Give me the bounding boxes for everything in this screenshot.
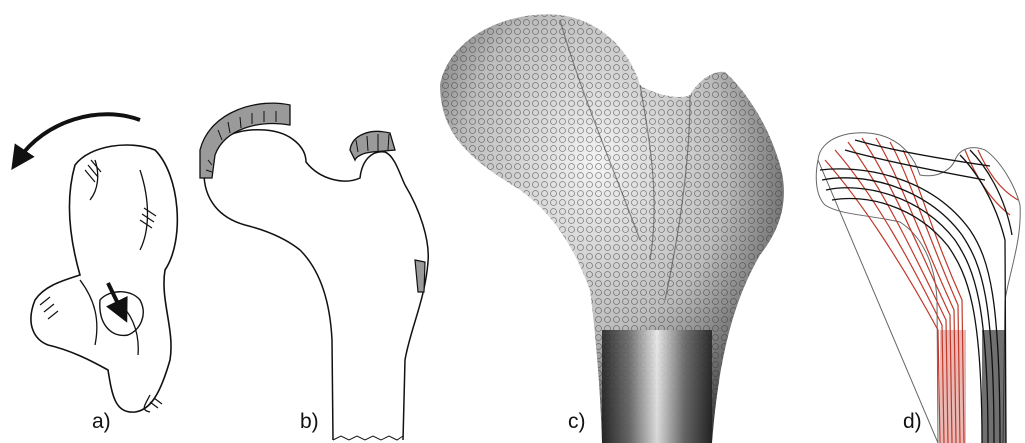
panel-label-c: c) (568, 410, 586, 434)
femur-outline (204, 130, 428, 440)
panel-b-outline (200, 103, 428, 440)
panel-label-d: d) (903, 410, 922, 434)
panel-c-bone-section (440, 14, 784, 443)
force-arrow-icon (108, 283, 122, 312)
panel-label-a: a) (92, 410, 111, 434)
panel-label-b: b) (300, 410, 319, 434)
panel-d-trajectories (816, 133, 1020, 443)
rotation-arrow-icon (18, 114, 140, 160)
muscle-force-strip (415, 260, 425, 292)
panel-a-sketch (18, 114, 177, 412)
